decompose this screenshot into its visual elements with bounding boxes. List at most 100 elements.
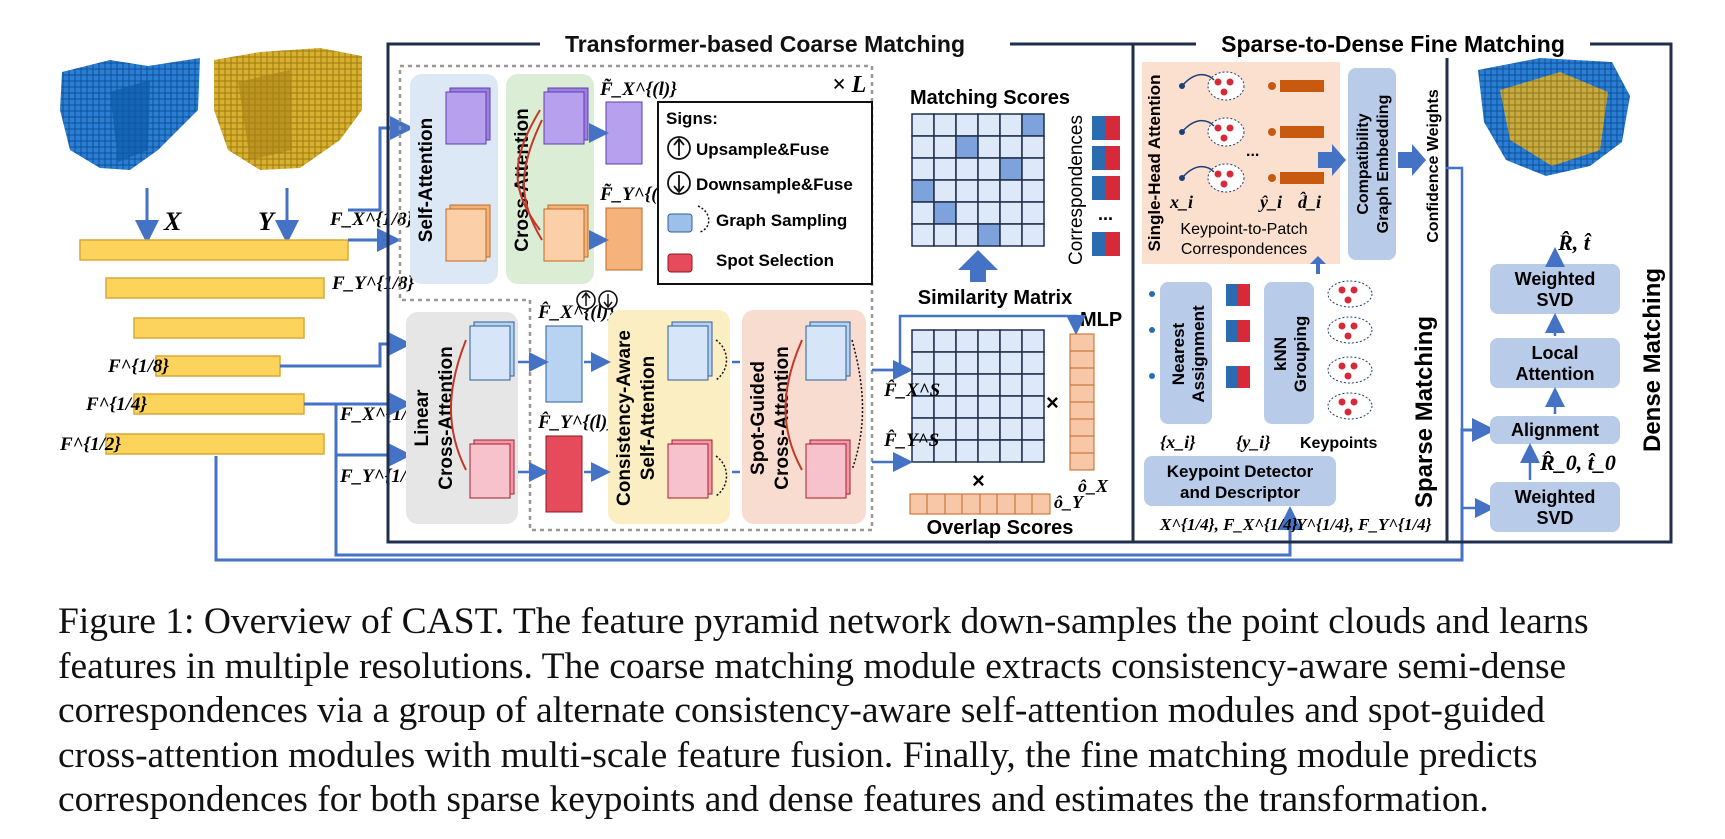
matrix-cell	[1021, 223, 1045, 247]
dense-matching-label: Dense Matching	[1639, 268, 1666, 452]
f-14-label: F^{1/4}	[85, 394, 147, 415]
matrix-cell	[1021, 113, 1045, 137]
y-label: Y	[258, 207, 276, 236]
similarity-matrix-label: Similarity Matrix	[918, 287, 1073, 309]
o-x-label: ô_X	[1078, 476, 1109, 496]
cast-overview-figure: X Y F_X^{1/8} F_Y^{1/8} F^{1/8} F^{1/4} …	[59, 30, 1673, 562]
matrix-cell	[999, 417, 1023, 441]
matrix-cell	[933, 223, 957, 247]
matrix-cell	[955, 179, 979, 203]
alignment-label: Alignment	[1511, 420, 1599, 440]
matrix-cell	[999, 135, 1023, 159]
weighted-svd-box	[1490, 264, 1620, 314]
knn-label: kNN	[1271, 337, 1290, 371]
matrix-cell	[933, 201, 957, 225]
matrix-cell	[977, 373, 1001, 397]
upsample-icon	[667, 136, 691, 160]
caption-line: Figure 1: Overview of CAST. The feature …	[58, 601, 1589, 642]
matrix-cell	[977, 113, 1001, 137]
matrix-cell	[933, 113, 957, 137]
point-cloud-y	[214, 48, 362, 170]
fy-tilde-label: F̃_Y^{(l)}	[599, 184, 676, 205]
k2p-label-1: Keypoint-to-Patch	[1180, 221, 1307, 238]
keypoints-label: Keypoints	[1300, 435, 1377, 452]
grouping-label: Grouping	[1291, 316, 1310, 392]
fine-matching-title: Sparse-to-Dense Fine Matching	[1221, 31, 1565, 57]
matrix-cell	[955, 113, 979, 137]
matrix-cell	[999, 157, 1023, 181]
fy-s-label: F̂_Y^S	[883, 430, 939, 451]
single-head-attention-label: Single-Head Attention	[1145, 75, 1164, 252]
fy-14-label: F_Y^{1/4}	[339, 466, 422, 487]
matrix-cell	[955, 439, 979, 463]
matrix-cell	[999, 113, 1023, 137]
correspondence-pairs	[1092, 116, 1120, 256]
correspondence-ellipsis: ...	[1098, 204, 1113, 224]
matrix-cell	[977, 179, 1001, 203]
kp-ellipsis: ...	[1246, 143, 1259, 160]
signs-legend	[657, 101, 873, 285]
keypoint-to-patch-panel	[1142, 62, 1340, 264]
keypoint-patch-rows	[1179, 71, 1324, 193]
matrix-cell	[1021, 135, 1045, 159]
fx-hat-label: F̂_X^{(l)}	[537, 302, 615, 323]
matrix-cell	[911, 179, 935, 203]
consistency-aware-label: Consistency-Aware	[614, 330, 635, 506]
matrix-cell	[1021, 157, 1045, 181]
figure-caption: Figure 1: Overview of CAST. The feature …	[58, 600, 1678, 823]
input-y-label: Y^{1/4}, F_Y^{1/4}	[1296, 515, 1432, 534]
nearest-pairs	[1149, 284, 1250, 388]
up-arrow-icon	[958, 250, 998, 282]
fy-18-label: F_Y^{1/8}	[331, 273, 414, 294]
fy-hat-label: F̂_Y^{(l)}	[537, 412, 614, 433]
matrix-cell	[911, 201, 935, 225]
matrix-cell	[1021, 417, 1045, 441]
matrix-cell	[977, 417, 1001, 441]
caption-line: correspondences for both sparse keypoint…	[58, 779, 1489, 820]
matrix-cell	[911, 223, 935, 247]
signs-title: Signs:	[666, 109, 718, 128]
consistency-stacks	[667, 321, 728, 499]
matrix-cell	[955, 135, 979, 159]
weighted-svd-0-box	[1490, 482, 1620, 532]
matrix-cell	[1021, 439, 1045, 463]
fy-tilde-block	[605, 207, 643, 271]
similarity-matrix-grid	[911, 329, 1045, 463]
local-attention-label-1: Local	[1531, 343, 1578, 363]
matrix-cell	[999, 223, 1023, 247]
graph-sampling-label: Graph Sampling	[716, 211, 847, 230]
self-attention-stacks	[445, 87, 491, 262]
matrix-cell	[955, 157, 979, 181]
r0-t0-label: R̂_0, t̂_0	[1539, 450, 1616, 475]
fx-tilde-label: F̃_X^{(l)}	[599, 79, 677, 100]
matrix-cell	[1021, 395, 1045, 419]
up-arrow-2-icon	[1310, 256, 1326, 274]
matrix-cell	[1021, 201, 1045, 225]
matrix-cell	[955, 351, 979, 375]
mlp-column	[1069, 333, 1095, 471]
matrix-cell	[955, 373, 979, 397]
coarse-matching-title: Transformer-based Coarse Matching	[565, 31, 965, 57]
matrix-cell	[955, 395, 979, 419]
point-cloud-x	[60, 58, 200, 170]
matrix-cell	[1021, 329, 1045, 353]
matrix-cell	[933, 135, 957, 159]
matrix-cell	[999, 395, 1023, 419]
nearest-assignment-box	[1160, 282, 1212, 424]
registered-point-cloud	[1478, 58, 1630, 176]
local-attention-label-2: Attention	[1516, 364, 1595, 384]
detector-label-1: Keypoint Detector	[1167, 462, 1314, 481]
right-arrow-2-icon	[1398, 144, 1426, 176]
knn-grouping-box	[1264, 282, 1314, 424]
times-l-label: × L	[832, 72, 866, 98]
matrix-cell	[999, 201, 1023, 225]
matrix-cell	[977, 395, 1001, 419]
matrix-cell	[1021, 179, 1045, 203]
matrix-cell	[999, 373, 1023, 397]
weighted-svd-label-1: Weighted	[1515, 269, 1596, 289]
matrix-cell	[955, 201, 979, 225]
caption-line: features in multiple resolutions. The co…	[58, 645, 1567, 687]
weighted-svd-0-label-1: Weighted	[1515, 487, 1596, 507]
matrix-cell	[911, 329, 935, 353]
linear-label: Linear	[412, 389, 433, 447]
